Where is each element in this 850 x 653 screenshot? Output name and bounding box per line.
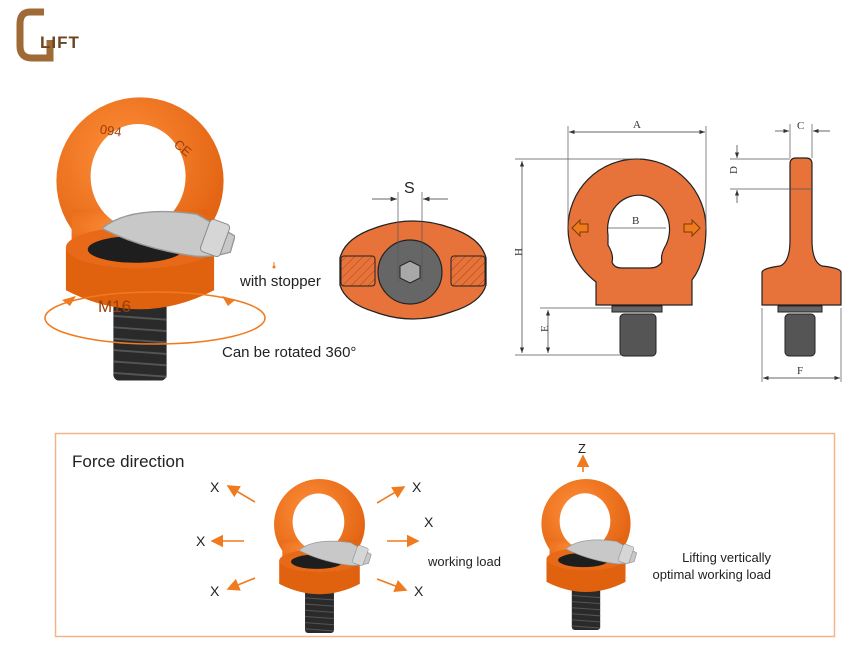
- dimension-s: S: [404, 180, 415, 197]
- panel-title: Force direction: [72, 452, 184, 471]
- dimension-b: B: [632, 215, 639, 227]
- dimension-e: E: [539, 325, 551, 332]
- marking-batch: 094: [99, 122, 123, 140]
- force-direction-panel: Force direction X X X X X X working load…: [54, 432, 836, 638]
- cross-section-drawing: S: [339, 180, 487, 320]
- axis-x-label: X: [210, 479, 220, 495]
- dimension-c: C: [797, 120, 804, 132]
- vertical-note-line1: Lifting vertically: [682, 550, 771, 565]
- rotation-label: Can be rotated 360°: [222, 344, 356, 361]
- axis-x-label: X: [424, 514, 434, 530]
- product-photo: 094 CE M16 with stopper Can be rotated 3…: [44, 96, 356, 382]
- dimension-h: H: [513, 248, 525, 256]
- axis-z-label: Z: [578, 441, 586, 456]
- front-view-drawing: B A H E: [513, 119, 707, 357]
- angled-load-note: working load: [427, 554, 501, 569]
- arrow-right-icon: [683, 218, 701, 238]
- rotation-ring: [44, 291, 266, 345]
- panel-frame: [54, 432, 836, 638]
- angled-force-arrows: [210, 485, 420, 593]
- dimension-f: F: [797, 365, 803, 377]
- axis-x-label: X: [412, 479, 422, 495]
- vertical-note-line2: optimal working load: [652, 567, 771, 582]
- rotation-arrow-icon: [62, 296, 76, 306]
- axis-x-label: X: [210, 583, 220, 599]
- logo: LIFT: [16, 8, 80, 62]
- rotation-arrow-icon: [222, 296, 235, 306]
- arrow-left-icon: [571, 218, 589, 238]
- marking-size: M16: [98, 297, 131, 316]
- side-view-drawing: C D F: [728, 120, 842, 382]
- axis-x-label: X: [196, 533, 206, 549]
- stopper-label: with stopper: [239, 273, 321, 290]
- logo-text: LIFT: [40, 33, 80, 52]
- axis-x-label: X: [414, 583, 424, 599]
- dimension-d: D: [728, 166, 740, 174]
- dimension-a: A: [633, 119, 641, 131]
